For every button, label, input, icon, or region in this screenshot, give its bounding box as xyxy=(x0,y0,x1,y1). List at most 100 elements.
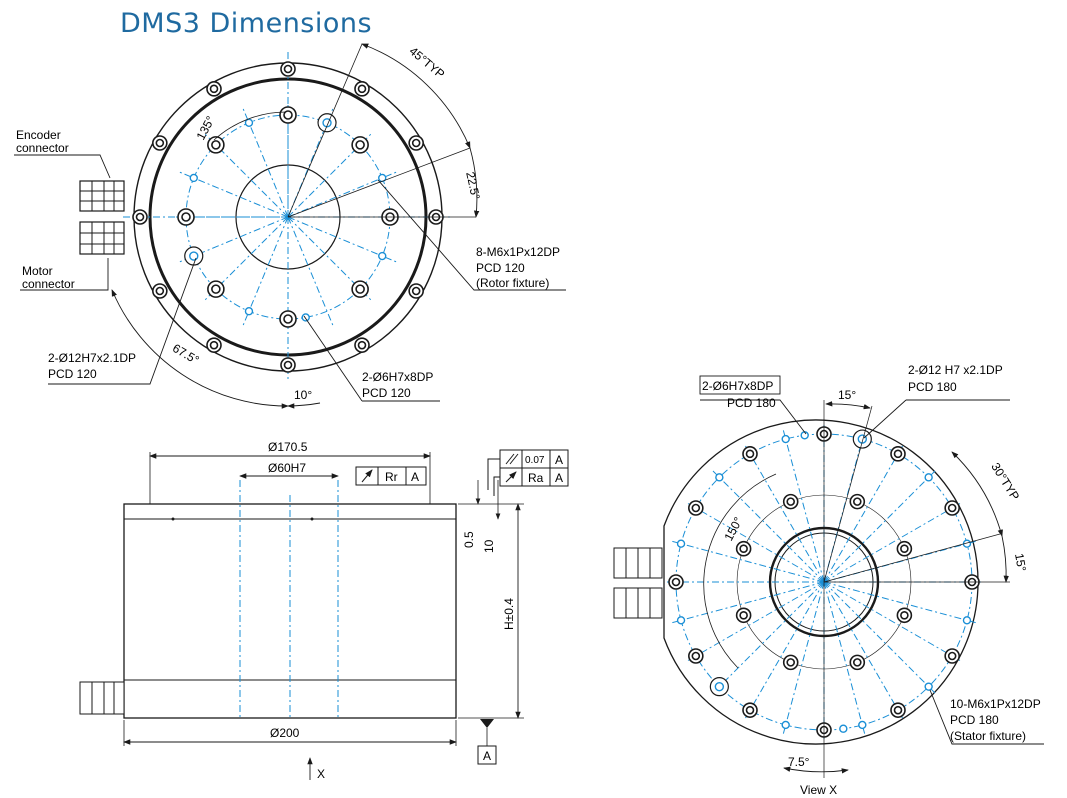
stator-outer-bolt-5 xyxy=(944,648,960,664)
stator-thread-hole-10 xyxy=(676,539,686,548)
runout-label: Rr xyxy=(385,470,398,484)
rotor-thread-2: PCD 120 xyxy=(476,261,525,275)
stator-thread-hole-11 xyxy=(715,473,724,482)
vx-pin12-label-1: 2-Ø12 H7 x2.1DP xyxy=(908,363,1003,377)
stator-outer-bolt-9 xyxy=(688,648,704,664)
rotor-bolt-5 xyxy=(279,310,297,328)
motor-connector xyxy=(79,221,125,255)
pin-6-label-2: PCD 120 xyxy=(362,386,411,400)
motor-label-1: Motor xyxy=(22,264,53,278)
side-connector xyxy=(79,681,125,715)
rotor-bolt-7 xyxy=(177,208,195,226)
runout-datum: A xyxy=(411,470,419,484)
pin-6-label-1: 2-Ø6H7x8DP xyxy=(362,370,433,384)
flange-bolt-1 xyxy=(280,61,296,77)
stator-thread-hole-2 xyxy=(924,473,933,482)
flange-bolt-2 xyxy=(354,81,370,97)
rotor-bolt-4 xyxy=(351,280,369,298)
stator-thread-hole-5 xyxy=(924,682,933,691)
stator-thread-hole-7 xyxy=(781,720,790,730)
vx-pin12-label-2: PCD 180 xyxy=(908,380,957,394)
flange-bolt-8 xyxy=(206,337,222,353)
stator-inner-bolt-6 xyxy=(735,607,752,624)
stator-outer-bolt-2 xyxy=(890,446,906,462)
angle-45-typ: 45°TYP xyxy=(407,44,448,81)
stator-inner-bolt-8 xyxy=(782,493,799,510)
encoder-connector xyxy=(79,180,125,212)
vx-connector-2 xyxy=(613,587,663,619)
angle-67-5: 67.5° xyxy=(170,341,202,367)
stator-pin6-2 xyxy=(839,724,848,733)
vx-pin6-label-1: 2-Ø6H7x8DP xyxy=(702,379,773,393)
dim-0-5: 0.5 xyxy=(462,531,476,548)
stator-thread-hole-9 xyxy=(676,616,686,625)
stator-thread-hole-6 xyxy=(858,720,867,730)
parallel-value: 0.07 xyxy=(525,455,545,466)
dia-200: Ø200 xyxy=(270,726,300,740)
parallel-datum: A xyxy=(555,453,563,467)
vx-connector-1 xyxy=(613,547,663,579)
dim-10: 10 xyxy=(482,539,496,553)
stator-outer-bolt-8 xyxy=(742,702,758,718)
stator-inner-bolt-1 xyxy=(849,493,866,510)
view-x: 2-Ø6H7x8DP PCD 180 2-Ø12 H7 x2.1DP PCD 1… xyxy=(613,363,1044,797)
stator-pin12-1 xyxy=(852,429,872,449)
runout-frame xyxy=(355,466,427,486)
stator-inner-bolt-3 xyxy=(896,607,913,624)
vx-pin6-box xyxy=(699,375,781,395)
rotor-thread-3: (Rotor fixture) xyxy=(476,276,549,290)
flange-bolt-6 xyxy=(354,337,370,353)
stator-inner-bolt-2 xyxy=(896,540,913,557)
rotor-pin6-hole xyxy=(301,313,310,322)
stator-outer-bolt-3 xyxy=(944,500,960,516)
rotor-small-hole-7 xyxy=(189,173,198,183)
flange-bolt-9 xyxy=(152,283,168,299)
rotor-pin12-2 xyxy=(184,246,204,266)
flat-datum: A xyxy=(555,471,563,485)
vx-angle-7-5: 7.5° xyxy=(788,755,810,769)
vx-pin6-label-2: PCD 180 xyxy=(727,396,776,410)
rotor-small-hole-3 xyxy=(378,251,387,261)
rotor-small-hole-6 xyxy=(244,118,254,127)
encoder-label-2: connector xyxy=(16,141,69,155)
rotor-bolt-8 xyxy=(207,136,225,154)
pin-12-label-1: 2-Ø12H7x2.1DP xyxy=(48,351,136,365)
stator-outer-bolt-11 xyxy=(688,500,704,516)
vx-stator-thread-2: PCD 180 xyxy=(950,713,999,727)
flat-label: Ra xyxy=(528,471,544,485)
flange-bolt-12 xyxy=(206,81,222,97)
rotor-bolt-1 xyxy=(279,106,297,124)
vx-stator-thread-1: 10-M6x1Px12DP xyxy=(950,697,1041,711)
angle-10: 10° xyxy=(294,388,312,402)
stator-pin12-2 xyxy=(709,677,729,697)
datum-a-box xyxy=(477,745,497,765)
flange-bolt-11 xyxy=(152,135,168,151)
dia-170: Ø170.5 xyxy=(268,440,308,454)
flange-bolt-5 xyxy=(408,283,424,299)
encoder-label-1: Encoder xyxy=(16,128,61,142)
dia-60: Ø60H7 xyxy=(268,461,306,475)
stator-inner-bolt-7 xyxy=(735,540,752,557)
rotor-small-hole-4 xyxy=(244,307,254,316)
vx-stator-thread-3: (Stator fixture) xyxy=(950,729,1026,743)
rotor-pin12-1 xyxy=(317,113,337,133)
stator-outer-bolt-12 xyxy=(742,446,758,462)
rotor-bolt-6 xyxy=(207,280,225,298)
stator-thread-hole-4 xyxy=(962,616,972,625)
vx-angle-15-right: 15° xyxy=(1012,552,1029,573)
flange-bolt-7 xyxy=(280,357,296,373)
stator-inner-bolt-5 xyxy=(782,654,799,671)
angle-22-5: 22.5° xyxy=(463,170,483,201)
motor-label-2: connector xyxy=(22,277,75,291)
stator-inner-bolt-4 xyxy=(849,654,866,671)
rotor-bolt-2 xyxy=(351,136,369,154)
vx-angle-150: 150° xyxy=(721,515,745,544)
vx-angle-30: 30°TYP xyxy=(988,460,1022,503)
page-title: DMS3 Dimensions xyxy=(120,8,373,39)
side-view: Ø170.5 Ø60H7 Rr A 0.07 A Ra A 0.5 10 H±0… xyxy=(79,440,569,781)
parallel-frame xyxy=(487,449,569,496)
stator-thread-hole-12 xyxy=(781,434,790,444)
flange-bolt-3 xyxy=(408,135,424,151)
flange-bolt-10 xyxy=(132,209,148,225)
